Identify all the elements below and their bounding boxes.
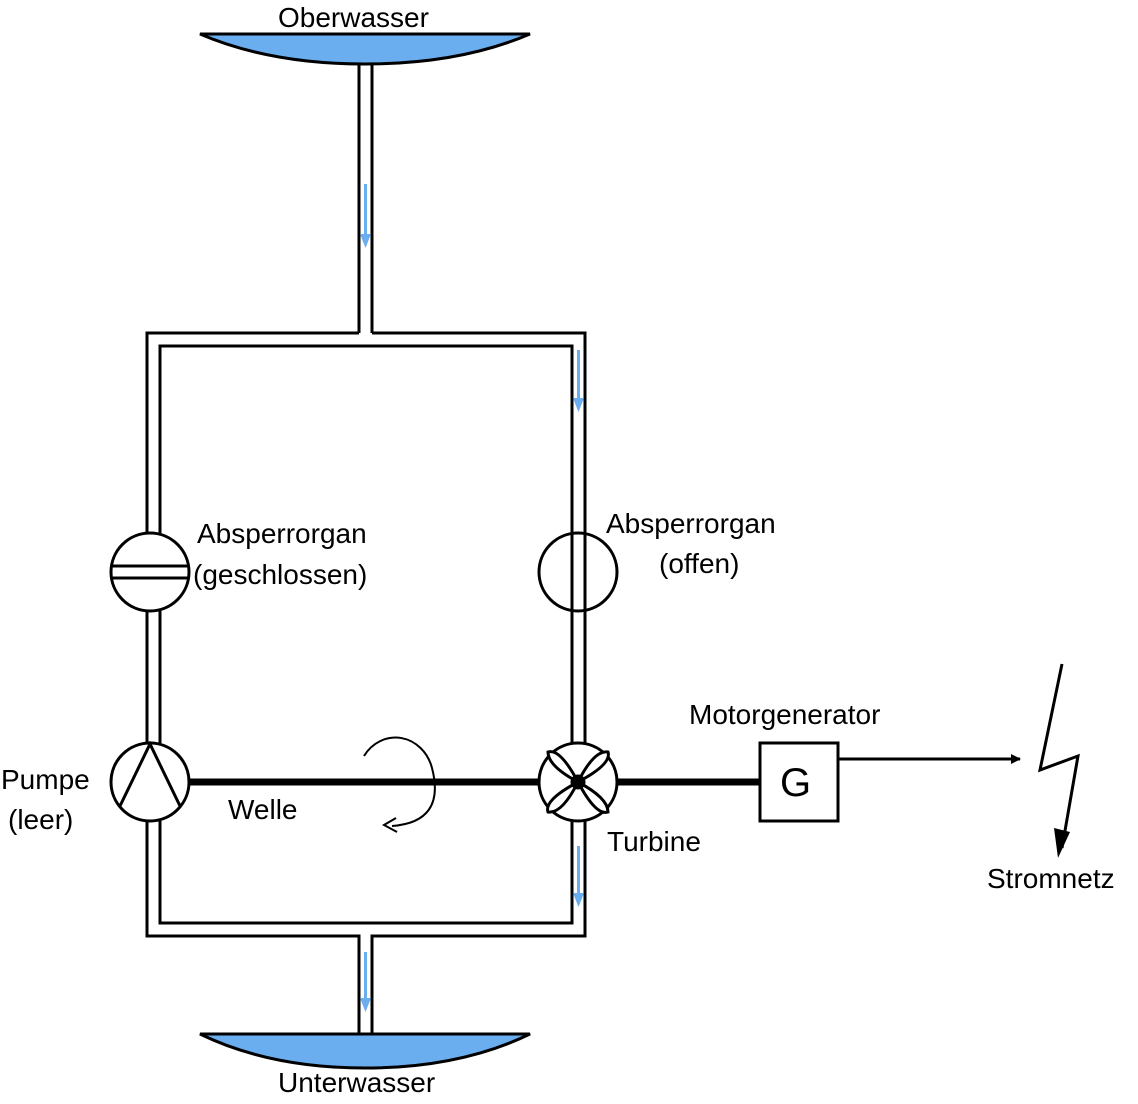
right-valve-label-line1: Absperrorgan [606, 508, 776, 539]
upper-reservoir-label: Oberwasser [278, 2, 429, 33]
flow-arrow-icon [360, 184, 584, 1012]
turbine-label: Turbine [607, 826, 701, 857]
open-valve-icon [537, 531, 619, 613]
pump-icon [109, 740, 191, 823]
pump-label-line1: Pumpe [1, 764, 90, 795]
right-valve-label-line2: (offen) [659, 548, 740, 579]
lower-reservoir [199, 1032, 531, 1070]
pump-label-line2: (leer) [8, 804, 74, 835]
turbine-icon [537, 741, 619, 823]
closed-valve-icon [109, 531, 191, 613]
left-valve-label-line2: (geschlossen) [193, 559, 368, 590]
rotation-arrow-icon [363, 736, 436, 833]
upper-reservoir [199, 32, 531, 66]
lower-reservoir-label: Unterwasser [278, 1067, 436, 1098]
generator-icon [758, 741, 840, 823]
left-valve-label-line1: Absperrorgan [197, 518, 367, 549]
grid-label: Stromnetz [987, 863, 1115, 894]
lightning-bolt-icon [1037, 663, 1080, 858]
pipe-network [145, 64, 587, 1034]
generator-symbol: G [780, 761, 812, 805]
motor-generator-label: Motorgenerator [689, 699, 881, 730]
shaft-label: Welle [228, 794, 298, 825]
